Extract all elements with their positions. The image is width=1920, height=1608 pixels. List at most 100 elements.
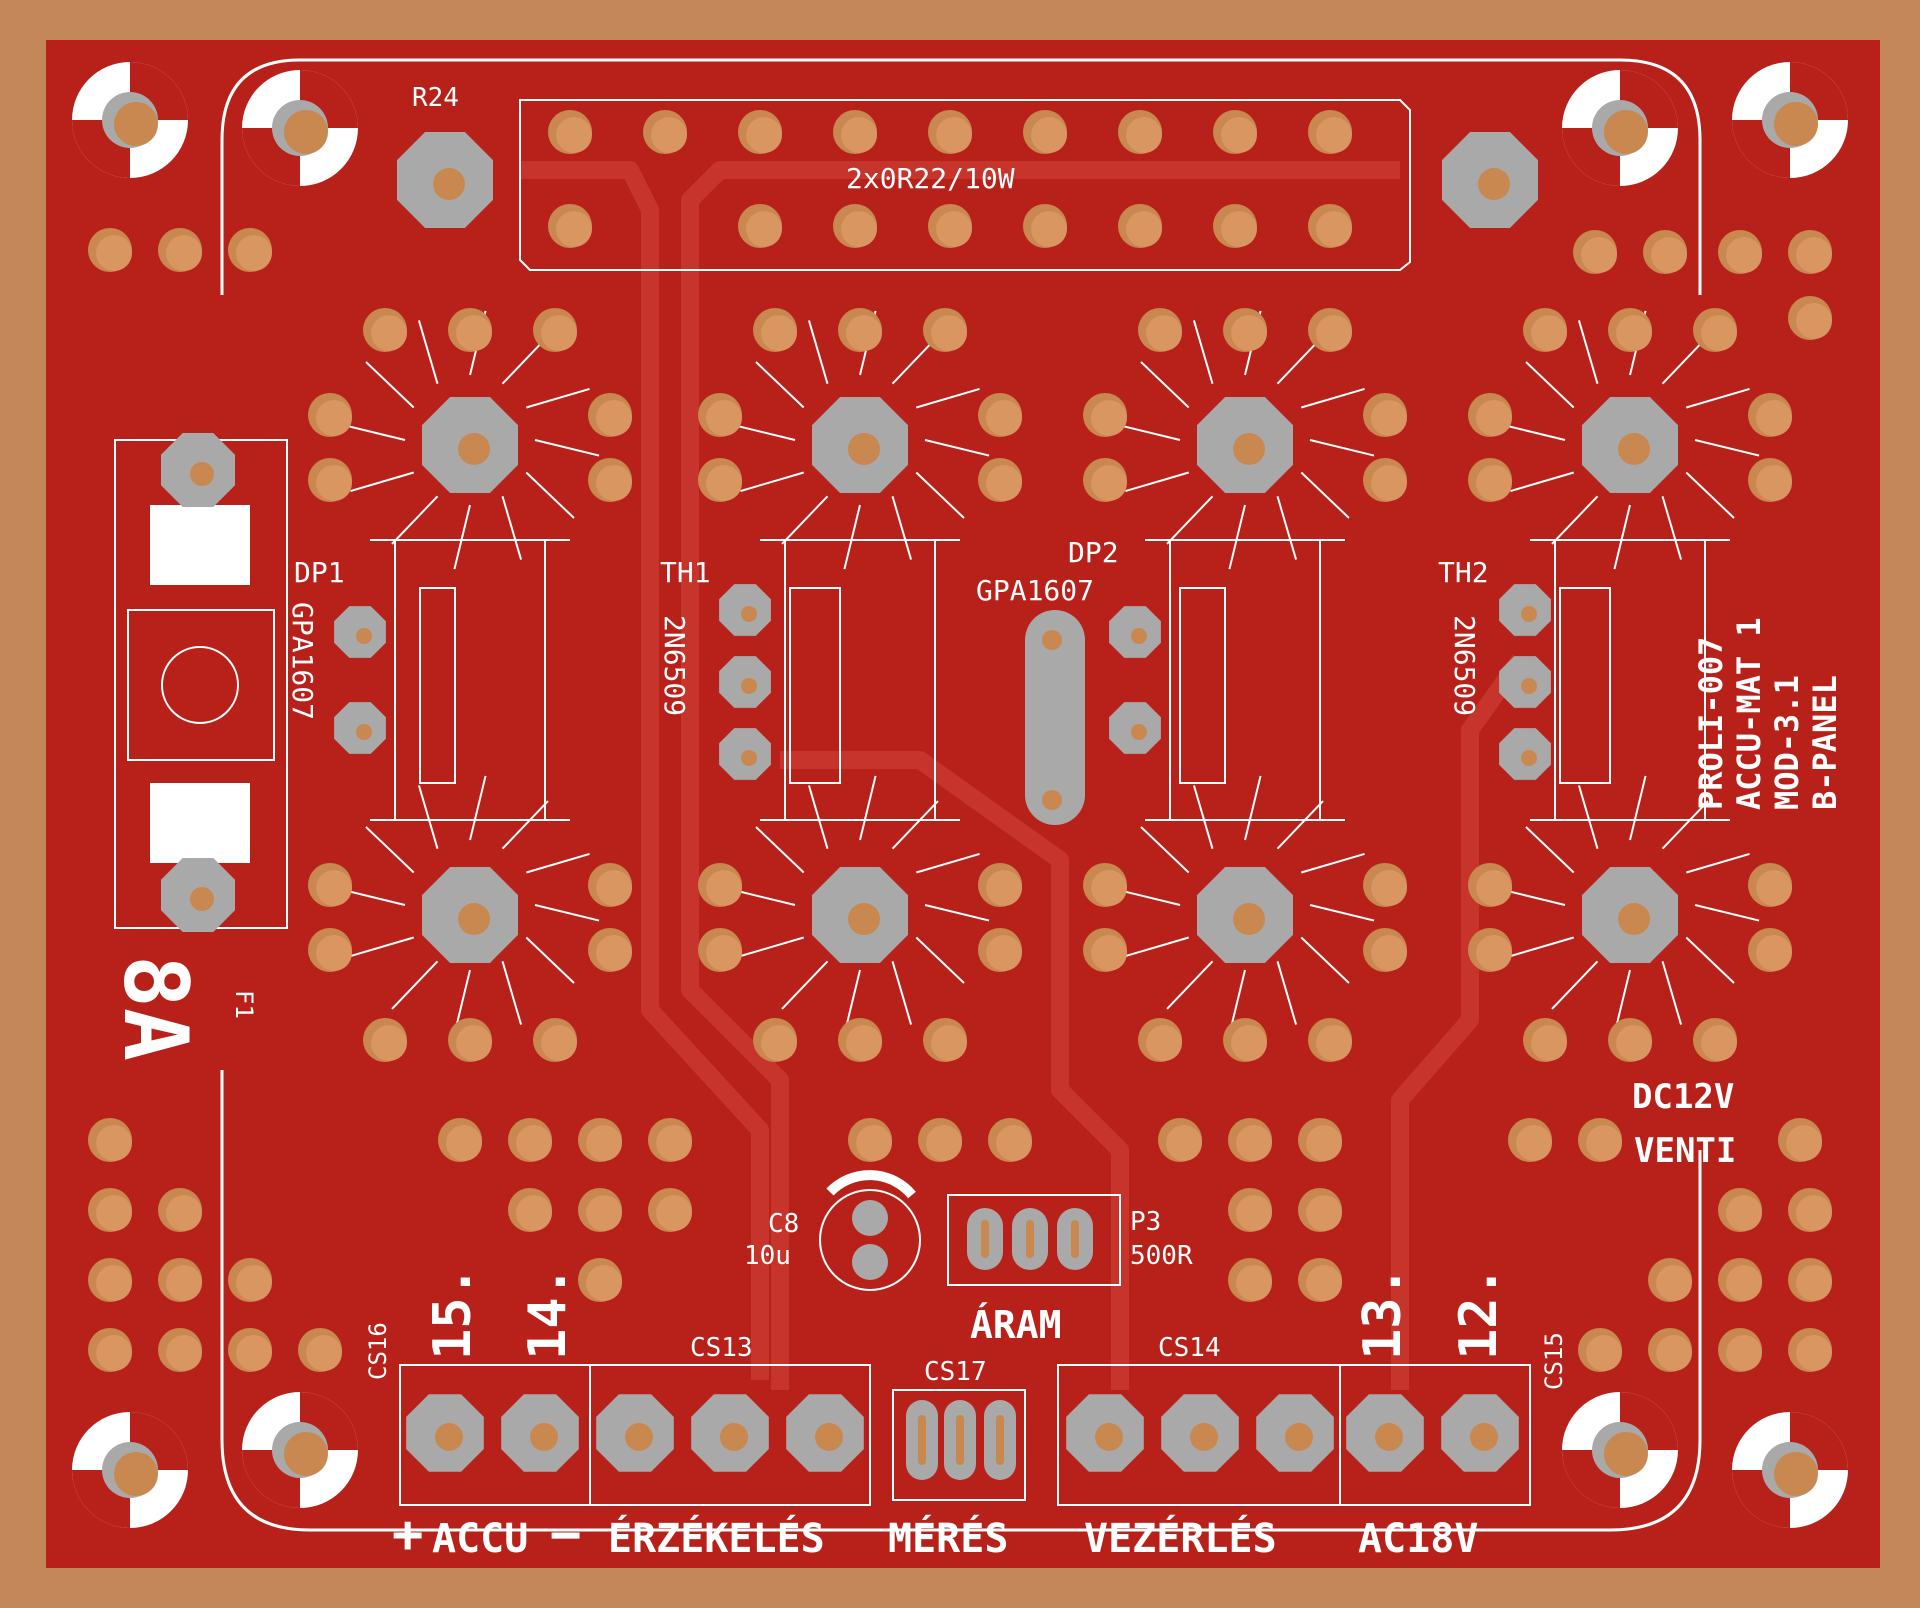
dp2-outline bbox=[1179, 587, 1226, 784]
via-hole-inner bbox=[1616, 315, 1652, 351]
terminal-outlines bbox=[399, 1364, 1531, 1506]
via-hole-inner bbox=[1231, 315, 1267, 351]
board-line2: ACCU-MAT 1 bbox=[1730, 617, 1768, 810]
pad-hole bbox=[848, 903, 880, 935]
heatsink-fin bbox=[781, 960, 829, 1010]
via-hole-inner bbox=[931, 315, 967, 351]
pad-hole bbox=[1131, 628, 1147, 644]
heatsink-fin bbox=[891, 961, 913, 1025]
heatsink-fin bbox=[1140, 361, 1190, 409]
via-hole-inner bbox=[96, 1265, 132, 1301]
via-hole-inner bbox=[316, 935, 352, 971]
heatsink-fin bbox=[916, 387, 980, 409]
via-hole-inner bbox=[986, 935, 1022, 971]
via-hole-inner bbox=[1371, 400, 1407, 436]
via-hole-inner bbox=[1316, 315, 1352, 351]
via-hole-inner bbox=[1616, 1025, 1652, 1061]
via-hole-inner bbox=[1581, 237, 1617, 273]
r24-label: R24 bbox=[412, 83, 459, 113]
long-pad bbox=[1025, 610, 1085, 825]
c8-outline bbox=[819, 1189, 921, 1291]
pad-hole bbox=[625, 1423, 653, 1451]
via-hole-inner bbox=[1726, 1335, 1762, 1371]
via-hole-inner bbox=[1306, 1265, 1342, 1301]
via-hole-inner bbox=[1306, 1195, 1342, 1231]
heatsink-fin bbox=[417, 785, 439, 849]
c8-capacitor bbox=[819, 1170, 921, 1291]
heatsink-fin bbox=[1192, 785, 1214, 849]
cs14-label: CS14 bbox=[1158, 1333, 1221, 1363]
pad-hole bbox=[190, 887, 214, 911]
heatsink-fin bbox=[807, 785, 829, 849]
via-hole-inner bbox=[1651, 237, 1687, 273]
via-hole-inner bbox=[1516, 1125, 1552, 1161]
heatsink-fin bbox=[350, 936, 414, 958]
heatsink-fin bbox=[1686, 387, 1750, 409]
pin14-label: 14. bbox=[518, 1266, 578, 1360]
heatsink-fin bbox=[1192, 320, 1214, 384]
via-hole-inner bbox=[846, 1025, 882, 1061]
pin12-label: 12. bbox=[1449, 1266, 1509, 1360]
pad-hole bbox=[1618, 433, 1650, 465]
p3-slot bbox=[1071, 1220, 1079, 1258]
pad-hole bbox=[720, 1423, 748, 1451]
mount-drill bbox=[1774, 102, 1818, 146]
via-hole-inner bbox=[1146, 315, 1182, 351]
pad-hole bbox=[1042, 790, 1062, 810]
via-hole-inner bbox=[706, 935, 742, 971]
dp2-label: DP2 bbox=[1068, 536, 1119, 569]
heatsink-fin bbox=[740, 936, 804, 958]
heatsink-fin bbox=[1500, 888, 1566, 906]
vezerles-label: VEZÉRLÉS bbox=[1084, 1514, 1277, 1562]
copper-traces bbox=[520, 161, 1528, 1390]
heatsink-fin bbox=[1115, 888, 1181, 906]
via-hole-inner bbox=[746, 211, 782, 247]
dp2-part-label: GPA1607 bbox=[976, 574, 1094, 607]
via-hole-inner bbox=[596, 870, 632, 906]
heatsink-fin bbox=[1577, 320, 1599, 384]
via-hole-inner bbox=[596, 400, 632, 436]
cs15-label: CS15 bbox=[1540, 1332, 1568, 1390]
via-hole-inner bbox=[651, 117, 687, 153]
via-hole-inner bbox=[236, 235, 272, 271]
pad-hole bbox=[1521, 678, 1537, 694]
heatsink-fin bbox=[1300, 936, 1350, 984]
heatsink-fin bbox=[1276, 496, 1298, 560]
pad-hole bbox=[435, 1423, 463, 1451]
mounting-hole bbox=[1562, 70, 1678, 186]
pad-hole bbox=[741, 750, 757, 766]
cs16-label: CS16 bbox=[364, 1322, 392, 1380]
p3-value-label: 500R bbox=[1130, 1241, 1193, 1271]
via-hole-inner bbox=[1236, 1125, 1272, 1161]
via-hole-inner bbox=[371, 315, 407, 351]
r24-body-outline bbox=[519, 99, 1411, 271]
p3-slot bbox=[1026, 1220, 1034, 1258]
via-hole-inner bbox=[1726, 237, 1762, 273]
via-hole-inner bbox=[456, 1025, 492, 1061]
dp1-label: DP1 bbox=[294, 556, 345, 589]
via-hole-inner bbox=[1476, 400, 1512, 436]
heatsink-fin bbox=[1661, 800, 1709, 850]
fuse-clip-bottom bbox=[150, 783, 250, 863]
via-hole-inner bbox=[1476, 870, 1512, 906]
heatsink-fin bbox=[891, 800, 939, 850]
via-hole-inner bbox=[556, 211, 592, 247]
pad-hole bbox=[1042, 630, 1062, 650]
via-hole-inner bbox=[1796, 303, 1832, 339]
outline-bottom bbox=[220, 1070, 1702, 1532]
th1-outline bbox=[789, 587, 841, 784]
pad-hole bbox=[1478, 168, 1510, 200]
heatsink-fin bbox=[501, 800, 549, 850]
th2-outline bbox=[1559, 587, 1611, 784]
via-hole-inner bbox=[586, 1265, 622, 1301]
via-hole-inner bbox=[316, 400, 352, 436]
via-hole-inner bbox=[596, 935, 632, 971]
via-hole-inner bbox=[656, 1195, 692, 1231]
heatsink-fin bbox=[391, 495, 439, 545]
via-hole-inner bbox=[1231, 1025, 1267, 1061]
heatsink-fin bbox=[1685, 936, 1735, 984]
via-hole-inner bbox=[1756, 870, 1792, 906]
heatsink-fin bbox=[1228, 504, 1246, 570]
ac18v-label: AC18V bbox=[1358, 1516, 1478, 1562]
via-hole-inner bbox=[456, 315, 492, 351]
